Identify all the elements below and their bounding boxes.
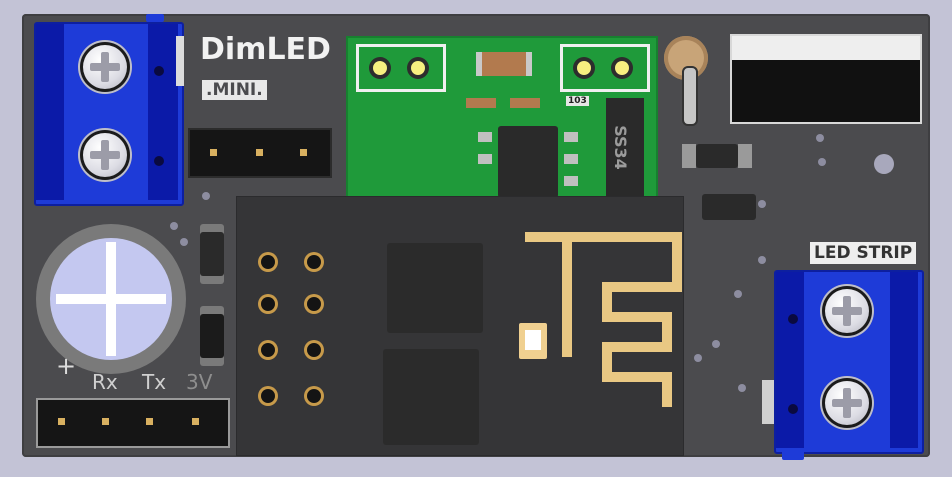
power-terminal-block <box>34 22 184 206</box>
mosfet-module <box>730 34 922 124</box>
brand-subtitle: .MINI. <box>202 80 267 100</box>
screw-icon[interactable] <box>80 42 130 92</box>
screw-icon[interactable] <box>80 130 130 180</box>
electrolytic-capacitor <box>36 224 186 374</box>
led-strip-label: LED STRIP <box>810 242 917 264</box>
tx-label: Tx <box>142 370 167 394</box>
screw-icon[interactable] <box>822 378 872 428</box>
rx-label: Rx <box>92 370 118 394</box>
led-strip-terminal-block <box>774 270 924 454</box>
polarity-plus: + <box>56 352 77 380</box>
antenna-trace <box>525 232 682 407</box>
buck-converter-module: 103 SS34 <box>346 36 658 200</box>
screw-icon[interactable] <box>822 286 872 336</box>
diode <box>606 98 644 196</box>
ic-chip <box>498 126 558 198</box>
esp-wifi-module <box>236 196 684 456</box>
pin-header-3 <box>188 128 332 178</box>
cap-label: 103 <box>566 96 589 106</box>
serial-pin-header <box>36 398 230 448</box>
3v-label: 3V <box>186 370 213 394</box>
transistor <box>702 194 756 220</box>
brand-title: DimLED <box>200 32 331 67</box>
diode-label: SS34 <box>610 125 630 170</box>
